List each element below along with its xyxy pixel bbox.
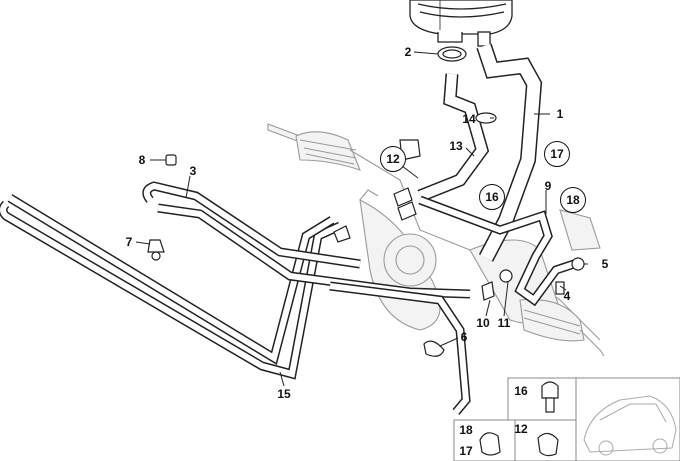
- callout-12: 12: [380, 146, 406, 172]
- callout-11: 11: [497, 316, 511, 330]
- callout-7: 7: [125, 235, 133, 249]
- callout-1: 1: [556, 107, 564, 121]
- inset-label-17: 17: [459, 444, 473, 458]
- callout-4: 4: [563, 289, 571, 303]
- callout-10: 10: [476, 316, 490, 330]
- callout-9: 9: [544, 179, 552, 193]
- inset-panel: [453, 377, 680, 461]
- return-hose: [476, 43, 543, 262]
- callout-17: 17: [544, 141, 570, 167]
- callout-2: 2: [404, 45, 412, 59]
- cooling-loop: [0, 194, 342, 380]
- callout-5: 5: [601, 257, 609, 271]
- inset-label-12: 12: [514, 422, 528, 436]
- callout-16: 16: [479, 184, 505, 210]
- callout-13: 13: [449, 139, 463, 153]
- callout-18: 18: [560, 187, 586, 213]
- callout-15: 15: [277, 387, 291, 401]
- inset-car: [583, 395, 677, 456]
- callout-14: 14: [462, 112, 476, 126]
- inset-parts: [479, 381, 559, 457]
- inset-label-16: 16: [514, 384, 528, 398]
- callout-3: 3: [189, 164, 197, 178]
- callout-8: 8: [138, 153, 146, 167]
- callout-6: 6: [460, 330, 468, 344]
- suction-hose: [417, 73, 490, 203]
- pressure-line: [418, 195, 582, 307]
- cooler-tubes: [142, 181, 471, 415]
- small-parts: [147, 46, 585, 357]
- inset-label-18: 18: [459, 423, 473, 437]
